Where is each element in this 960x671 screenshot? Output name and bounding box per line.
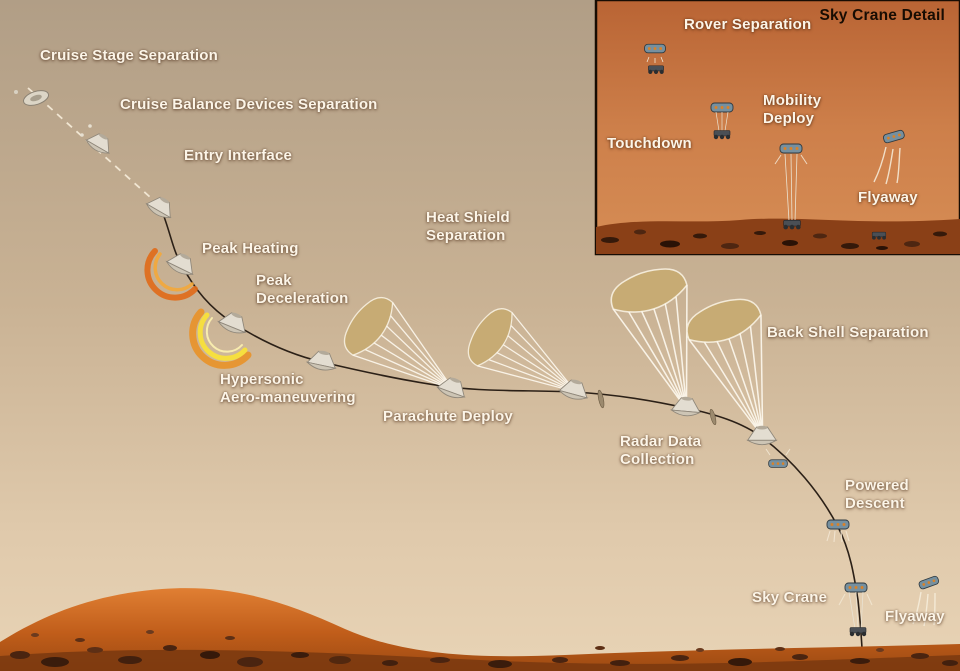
cruise-dashed-trajectory: [27, 87, 161, 207]
terrain-rocks: [10, 630, 958, 668]
backshell-separation-icon: [765, 448, 791, 468]
inset-title: Sky Crane Detail: [819, 7, 945, 24]
flyaway-icon: [912, 574, 940, 627]
powered-descent-icon: [826, 519, 850, 543]
touchdown-icon: [774, 143, 808, 230]
mars-terrain: [0, 588, 960, 671]
landed-rover-icon: [871, 231, 887, 240]
sky-crane-detail-inset: [594, 0, 960, 256]
balance-mass-icon: [80, 133, 84, 137]
cruise-stage-icon: [22, 90, 50, 106]
heat-shield-icon: [597, 389, 605, 409]
inset-terrain-rocks: [601, 229, 947, 250]
balance-mass-icon: [88, 124, 92, 128]
rover-separation-icon: [644, 43, 666, 75]
flyaway-detail-icon: [873, 129, 906, 185]
mobility-deploy-icon: [710, 102, 734, 140]
mars-terrain-foreground: [0, 649, 960, 671]
cruise-debris-icon: [14, 90, 18, 94]
peak-heating-glow-icon: [144, 248, 198, 301]
sky-crane-icon: [838, 582, 873, 637]
peak-deceleration-glow-icon: [189, 308, 252, 369]
heat-shield-icon: [709, 408, 717, 426]
